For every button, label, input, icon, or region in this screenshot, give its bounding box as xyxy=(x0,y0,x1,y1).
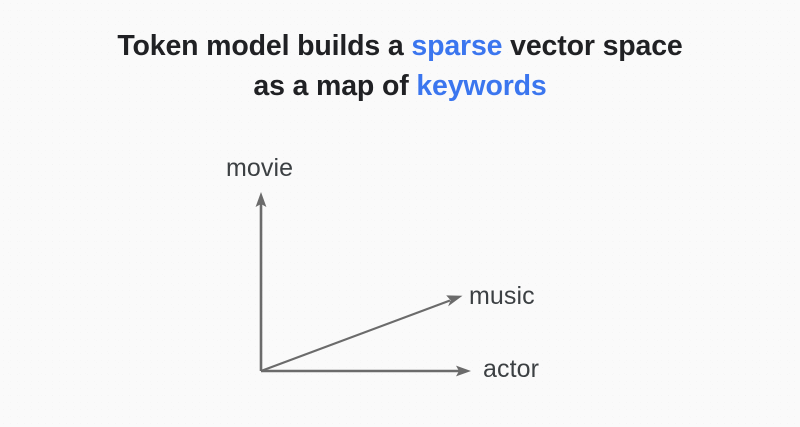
vector-music-arrowhead xyxy=(446,295,463,307)
axis-actor-arrow xyxy=(261,365,471,377)
axis-movie-arrowhead xyxy=(255,192,267,207)
axis-actor-arrowhead xyxy=(456,365,471,377)
title-highlight-keywords: keywords xyxy=(416,70,547,102)
vector-music-line xyxy=(260,299,451,373)
axis-movie-arrow xyxy=(255,192,267,371)
title-line-1-segment-1: Token model builds a xyxy=(117,30,412,62)
axis-label-music: music xyxy=(469,282,535,310)
title-line-2-segment-1: as a map of xyxy=(253,70,417,102)
page-title: Token model builds a sparse vector space… xyxy=(0,26,800,106)
title-highlight-sparse: sparse xyxy=(411,30,503,62)
title-line-2: as a map of keywords xyxy=(0,66,800,106)
axis-label-movie: movie xyxy=(226,154,294,182)
vector-music-arrow xyxy=(260,295,463,373)
title-line-1: Token model builds a sparse vector space xyxy=(0,26,800,66)
axis-label-actor: actor xyxy=(483,355,540,383)
title-line-1-segment-3: vector space xyxy=(502,30,683,62)
